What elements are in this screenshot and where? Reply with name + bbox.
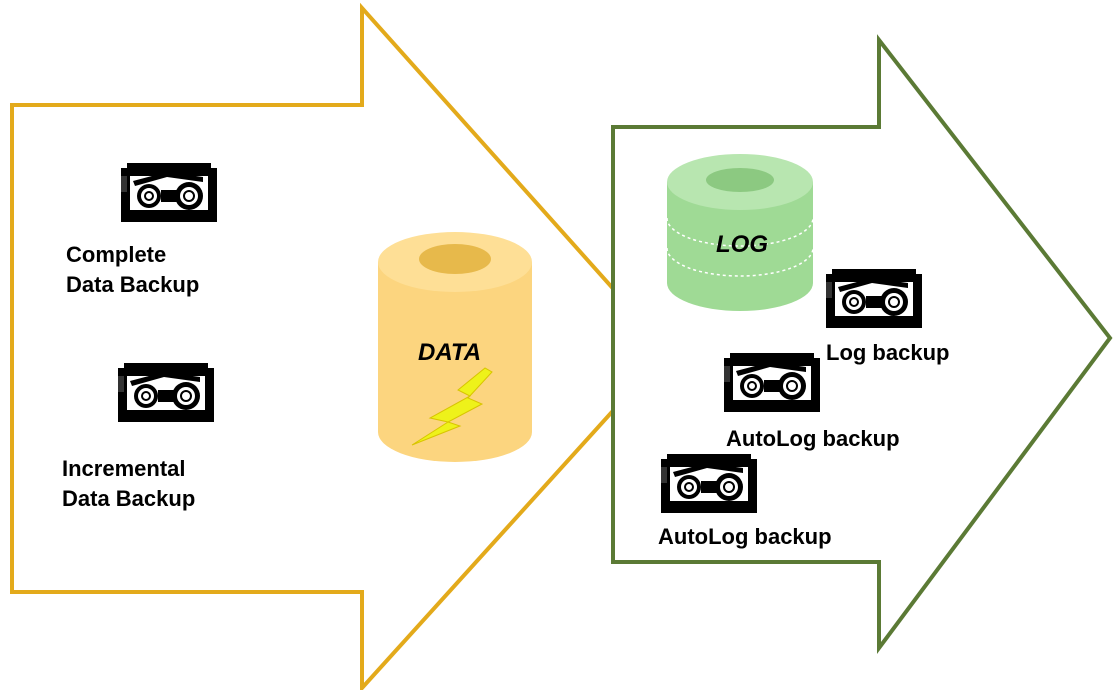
data-section-arrow xyxy=(10,2,671,690)
autolog-backup-label-1: AutoLog backup xyxy=(726,426,900,451)
tape-drive-icon xyxy=(117,362,215,423)
tape-drive-icon xyxy=(825,268,923,329)
data-cylinder-label: DATA xyxy=(418,339,482,366)
tape-drive-icon xyxy=(660,453,758,514)
tape-drive-icon xyxy=(723,352,821,413)
log-cylinder-label: LOG xyxy=(716,231,768,258)
incremental-backup-line-2: Data Backup xyxy=(62,486,196,511)
log-backup-label: Log backup xyxy=(826,340,950,365)
incremental-backup-line-1: Incremental xyxy=(62,456,186,481)
lightning-icon xyxy=(411,367,493,446)
complete-backup-line-2: Data Backup xyxy=(66,272,200,297)
autolog-backup-label-2: AutoLog backup xyxy=(658,524,832,549)
complete-backup-label: Complete Data Backup xyxy=(66,240,199,300)
complete-backup-line-1: Complete xyxy=(66,242,167,267)
incremental-backup-label: Incremental Data Backup xyxy=(62,454,195,514)
log-cylinder-icon xyxy=(666,154,814,311)
tape-drive-icon xyxy=(120,162,218,223)
data-cylinder-icon xyxy=(378,232,532,462)
